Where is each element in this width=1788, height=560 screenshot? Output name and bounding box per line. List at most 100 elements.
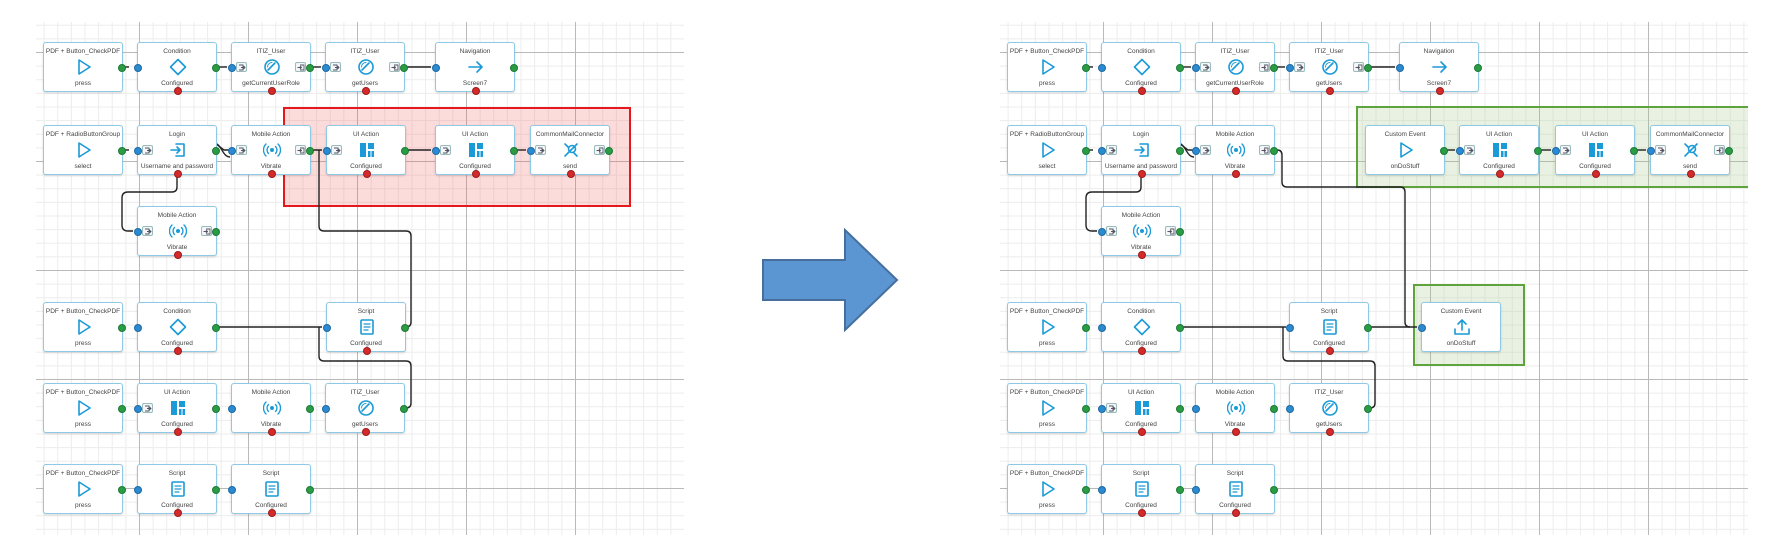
error-port[interactable]: [1232, 509, 1240, 517]
output-port[interactable]: [306, 64, 314, 72]
output-port[interactable]: [605, 147, 613, 155]
input-pin-icon[interactable]: [1106, 145, 1117, 155]
error-port[interactable]: [174, 347, 182, 355]
input-port[interactable]: [134, 324, 142, 332]
input-pin-icon[interactable]: [331, 145, 342, 155]
error-port[interactable]: [472, 87, 480, 95]
input-pin-icon[interactable]: [142, 403, 153, 413]
output-port[interactable]: [1176, 486, 1184, 494]
output-pin-icon[interactable]: [594, 145, 605, 155]
input-port[interactable]: [1647, 147, 1655, 155]
input-pin-icon[interactable]: [142, 226, 153, 236]
input-port[interactable]: [1098, 405, 1106, 413]
error-port[interactable]: [268, 428, 276, 436]
input-pin-icon[interactable]: [535, 145, 546, 155]
error-port[interactable]: [1496, 170, 1504, 178]
input-port[interactable]: [134, 405, 142, 413]
output-pin-icon[interactable]: [201, 226, 212, 236]
error-port[interactable]: [363, 170, 371, 178]
error-port[interactable]: [1232, 87, 1240, 95]
input-port[interactable]: [432, 64, 440, 72]
input-port[interactable]: [527, 147, 535, 155]
output-port[interactable]: [118, 486, 126, 494]
error-port[interactable]: [174, 509, 182, 517]
input-pin-icon[interactable]: [236, 62, 247, 72]
output-port[interactable]: [212, 405, 220, 413]
error-port[interactable]: [1326, 428, 1334, 436]
input-port[interactable]: [134, 147, 142, 155]
output-port[interactable]: [212, 228, 220, 236]
input-port[interactable]: [228, 64, 236, 72]
input-port[interactable]: [323, 147, 331, 155]
output-port[interactable]: [118, 324, 126, 332]
input-port[interactable]: [1456, 147, 1464, 155]
input-port[interactable]: [1098, 228, 1106, 236]
output-port[interactable]: [306, 486, 314, 494]
error-port[interactable]: [174, 428, 182, 436]
input-port[interactable]: [1098, 64, 1106, 72]
error-port[interactable]: [268, 170, 276, 178]
output-port[interactable]: [212, 324, 220, 332]
error-port[interactable]: [1687, 170, 1695, 178]
input-pin-icon[interactable]: [1560, 145, 1571, 155]
error-port[interactable]: [1138, 170, 1146, 178]
output-port[interactable]: [1082, 64, 1090, 72]
input-port[interactable]: [1418, 324, 1426, 332]
output-pin-icon[interactable]: [1165, 226, 1176, 236]
error-port[interactable]: [174, 170, 182, 178]
input-port[interactable]: [1192, 64, 1200, 72]
output-port[interactable]: [306, 147, 314, 155]
input-port[interactable]: [134, 64, 142, 72]
error-port[interactable]: [363, 347, 371, 355]
output-port[interactable]: [212, 486, 220, 494]
input-port[interactable]: [1192, 486, 1200, 494]
output-port[interactable]: [118, 147, 126, 155]
input-port[interactable]: [1098, 324, 1106, 332]
input-port[interactable]: [228, 486, 236, 494]
output-port[interactable]: [1534, 147, 1542, 155]
output-port[interactable]: [1082, 147, 1090, 155]
error-port[interactable]: [1138, 509, 1146, 517]
input-port[interactable]: [1098, 486, 1106, 494]
error-port[interactable]: [1138, 347, 1146, 355]
output-port[interactable]: [1364, 324, 1372, 332]
output-pin-icon[interactable]: [1259, 62, 1270, 72]
input-port[interactable]: [323, 324, 331, 332]
input-port[interactable]: [322, 405, 330, 413]
error-port[interactable]: [362, 87, 370, 95]
input-port[interactable]: [1098, 147, 1106, 155]
output-port[interactable]: [1440, 147, 1448, 155]
input-port[interactable]: [1286, 64, 1294, 72]
output-port[interactable]: [1270, 147, 1278, 155]
